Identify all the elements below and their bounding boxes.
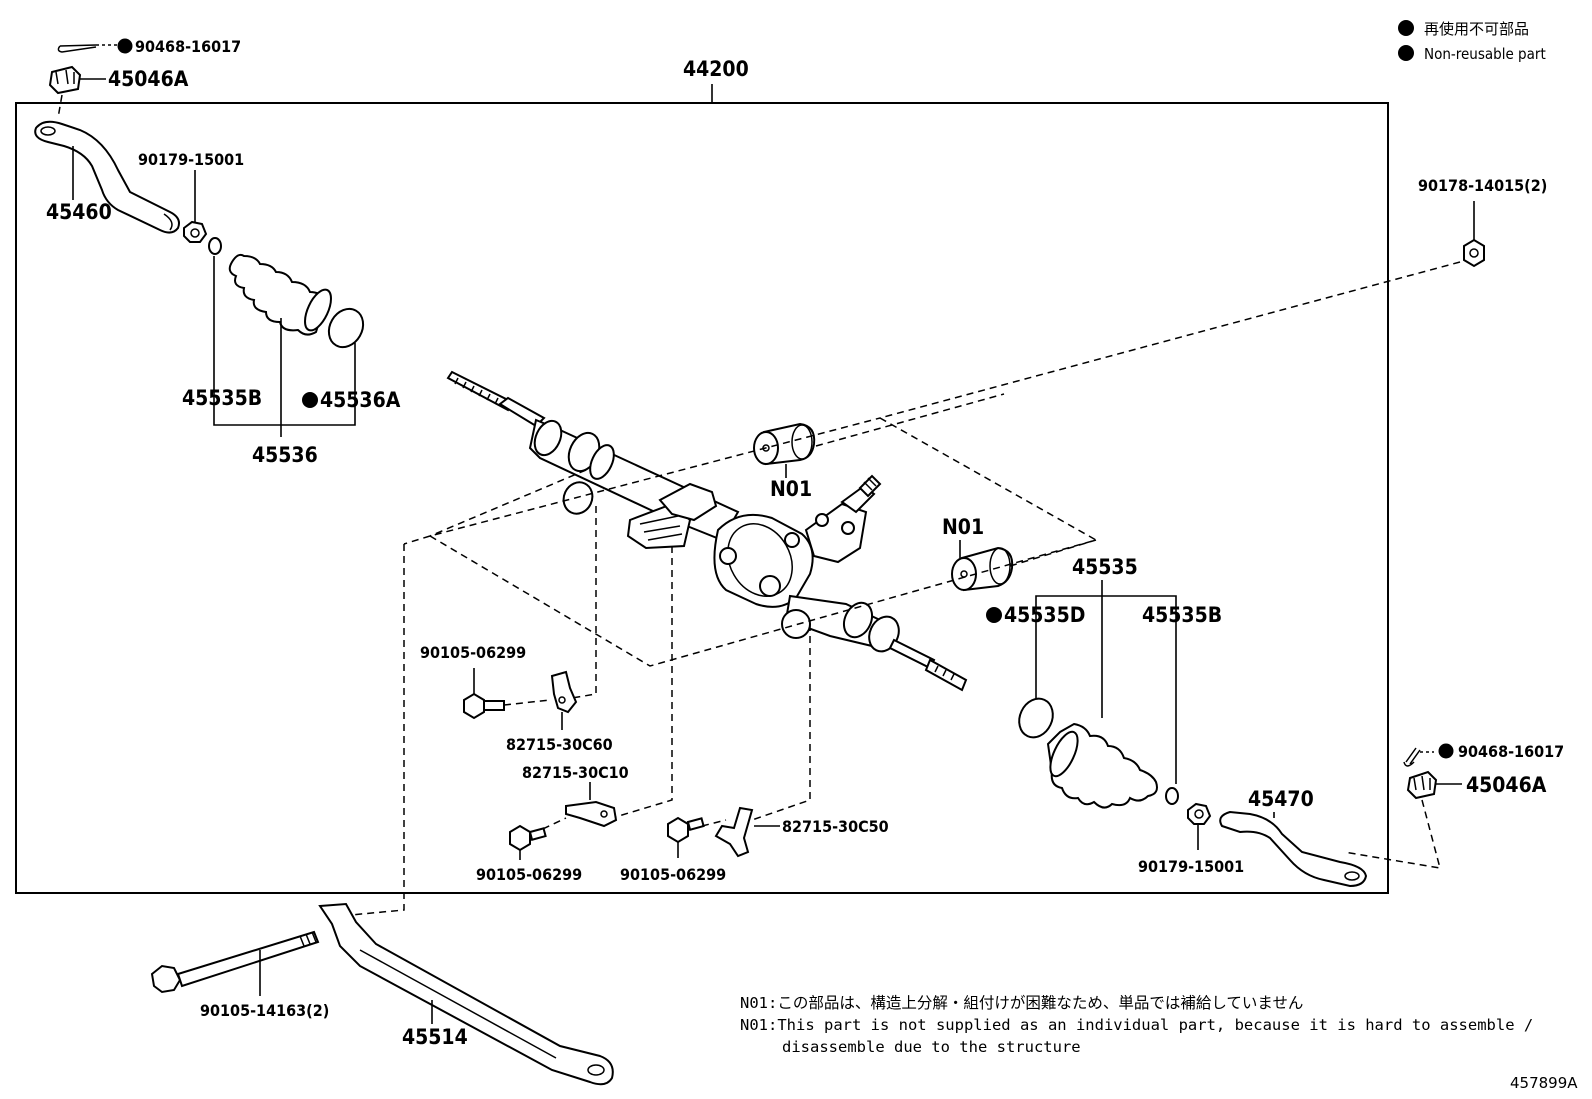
castle-nut-icon (48, 65, 82, 95)
cotter-pin-icon (57, 44, 118, 53)
flange-bolt-icon (463, 692, 505, 720)
right-tie-rod-end-icon (1219, 810, 1368, 888)
rack-boot-icon (228, 253, 332, 336)
label-45514[interactable]: 45514 (402, 1025, 468, 1049)
label-90105-06299-c[interactable]: 90105-06299 (620, 865, 726, 884)
steering-rack-housing-icon (446, 370, 968, 692)
boot-clamp-icon (327, 307, 365, 349)
label-82715-30C60[interactable]: 82715-30C60 (506, 735, 613, 754)
boot-clamp-icon (1018, 697, 1054, 739)
clip-icon (208, 237, 222, 255)
cotter-pin-icon (1403, 747, 1434, 767)
note-line-japanese: N01:この部品は、構造上分解・組付けが困難なため、単品では補給していません (740, 994, 1303, 1012)
label-90468-16017-right[interactable]: 90468-16017 (1458, 742, 1564, 761)
non-reusable-bullet-icon (1398, 45, 1414, 61)
label-82715-30C10[interactable]: 82715-30C10 (522, 763, 629, 782)
label-45535D[interactable]: 45535D (1004, 603, 1085, 627)
non-reusable-bullet-icon (117, 38, 133, 54)
clamp-bracket-icon (714, 806, 754, 858)
non-reusable-bullet-icon (1398, 20, 1414, 36)
label-90468-16017-top[interactable]: 90468-16017 (135, 37, 241, 56)
label-45535B-left[interactable]: 45535B (182, 386, 262, 410)
label-N01-top[interactable]: N01 (770, 477, 812, 501)
label-90178-14015[interactable]: 90178-14015(2) (1418, 176, 1547, 195)
clamp-bracket-icon (565, 800, 618, 828)
label-90179-15001-right[interactable]: 90179-15001 (1138, 857, 1244, 876)
label-90105-14163[interactable]: 90105-14163(2) (200, 1001, 329, 1020)
bushing-icon (753, 422, 816, 466)
clip-icon (1165, 787, 1179, 805)
note-line-english-2: disassemble due to the structure (782, 1038, 1081, 1056)
castle-nut-icon (1406, 770, 1438, 800)
diagram-code: 457899A (1510, 1074, 1578, 1092)
steering-brace-icon (318, 902, 614, 1086)
label-N01-mid[interactable]: N01 (942, 515, 984, 539)
non-reusable-bullet-icon (1438, 743, 1454, 759)
label-45536A[interactable]: 45536A (320, 388, 401, 412)
assembly-number[interactable]: 44200 (683, 57, 749, 81)
lock-nut-icon (1187, 802, 1212, 825)
clamp-bracket-icon (550, 670, 578, 714)
label-82715-30C50[interactable]: 82715-30C50 (782, 817, 889, 836)
flange-bolt-icon (509, 824, 547, 852)
legend-japanese: 再使用不可部品 (1424, 20, 1529, 38)
label-45535[interactable]: 45535 (1072, 555, 1138, 579)
long-bolt-icon (150, 930, 320, 994)
label-90105-06299-a[interactable]: 90105-06299 (420, 643, 526, 662)
label-45046A-top[interactable]: 45046A (108, 67, 189, 91)
rack-boot-icon (1046, 722, 1158, 809)
non-reusable-bullet-icon (986, 607, 1002, 623)
note-line-english-1: N01:This part is not supplied as an indi… (740, 1016, 1533, 1034)
label-45460[interactable]: 45460 (46, 200, 112, 224)
label-90179-15001-left[interactable]: 90179-15001 (138, 150, 244, 169)
assembly-frame (15, 102, 1389, 894)
left-tie-rod-end-icon (34, 120, 180, 234)
non-reusable-bullet-icon (302, 392, 318, 408)
label-45535B-right[interactable]: 45535B (1142, 603, 1222, 627)
label-90105-06299-b[interactable]: 90105-06299 (476, 865, 582, 884)
label-45470[interactable]: 45470 (1248, 787, 1314, 811)
legend: 再使用不可部品 Non-reusable part (1398, 20, 1546, 63)
label-45536[interactable]: 45536 (252, 443, 318, 467)
bushing-icon (951, 546, 1014, 592)
lock-nut-icon (183, 220, 208, 243)
flange-bolt-icon (667, 816, 705, 844)
legend-english: Non-reusable part (1424, 45, 1546, 63)
nut-icon (1463, 238, 1485, 268)
label-45046A-right[interactable]: 45046A (1466, 773, 1547, 797)
